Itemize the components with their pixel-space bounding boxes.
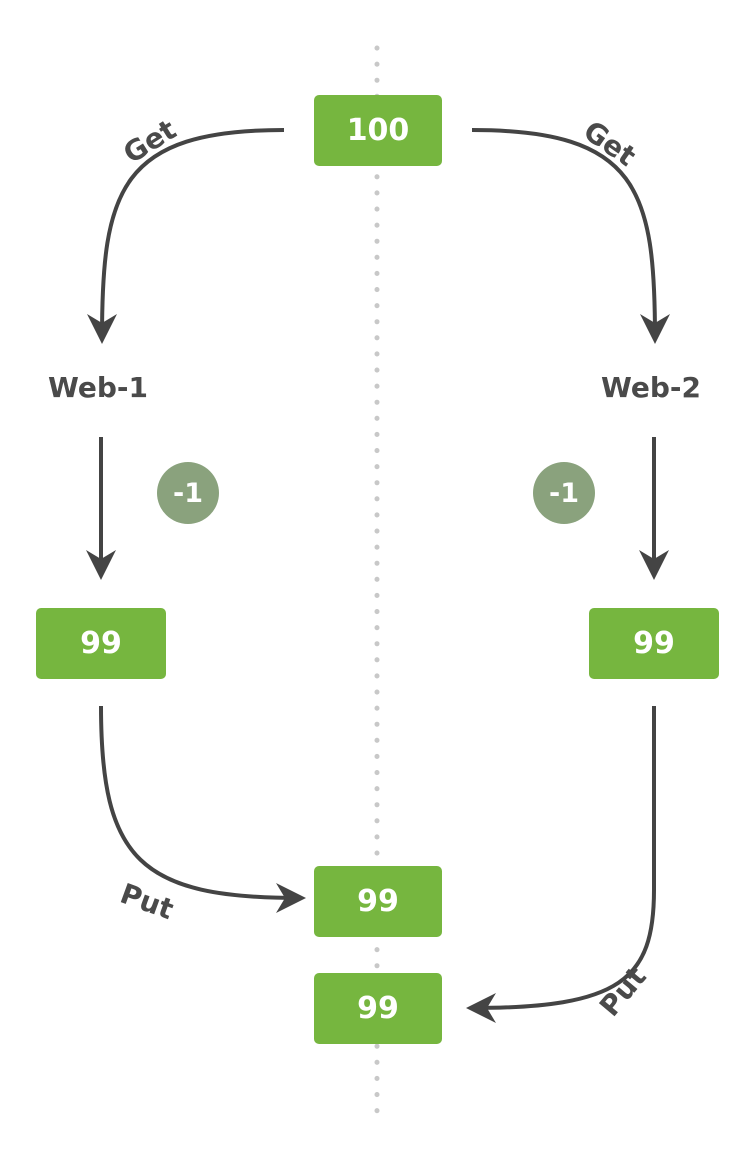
arrow-get-left: [87, 128, 285, 344]
delta-badge-right: -1: [533, 462, 595, 524]
arrow-put-right: [466, 706, 656, 1023]
node-bottom-1: 99: [314, 866, 442, 937]
arrow-get-right: [471, 128, 670, 344]
client-label-web2: Web-2: [601, 371, 702, 404]
node-bottom-2: 99: [314, 973, 442, 1044]
node-right: 99: [589, 608, 719, 679]
client-label-web1: Web-1: [48, 371, 149, 404]
node-left: 99: [36, 608, 166, 679]
node-top: 100: [314, 95, 442, 166]
delta-badge-left: -1: [157, 462, 219, 524]
arrow-put-left: [99, 705, 306, 913]
